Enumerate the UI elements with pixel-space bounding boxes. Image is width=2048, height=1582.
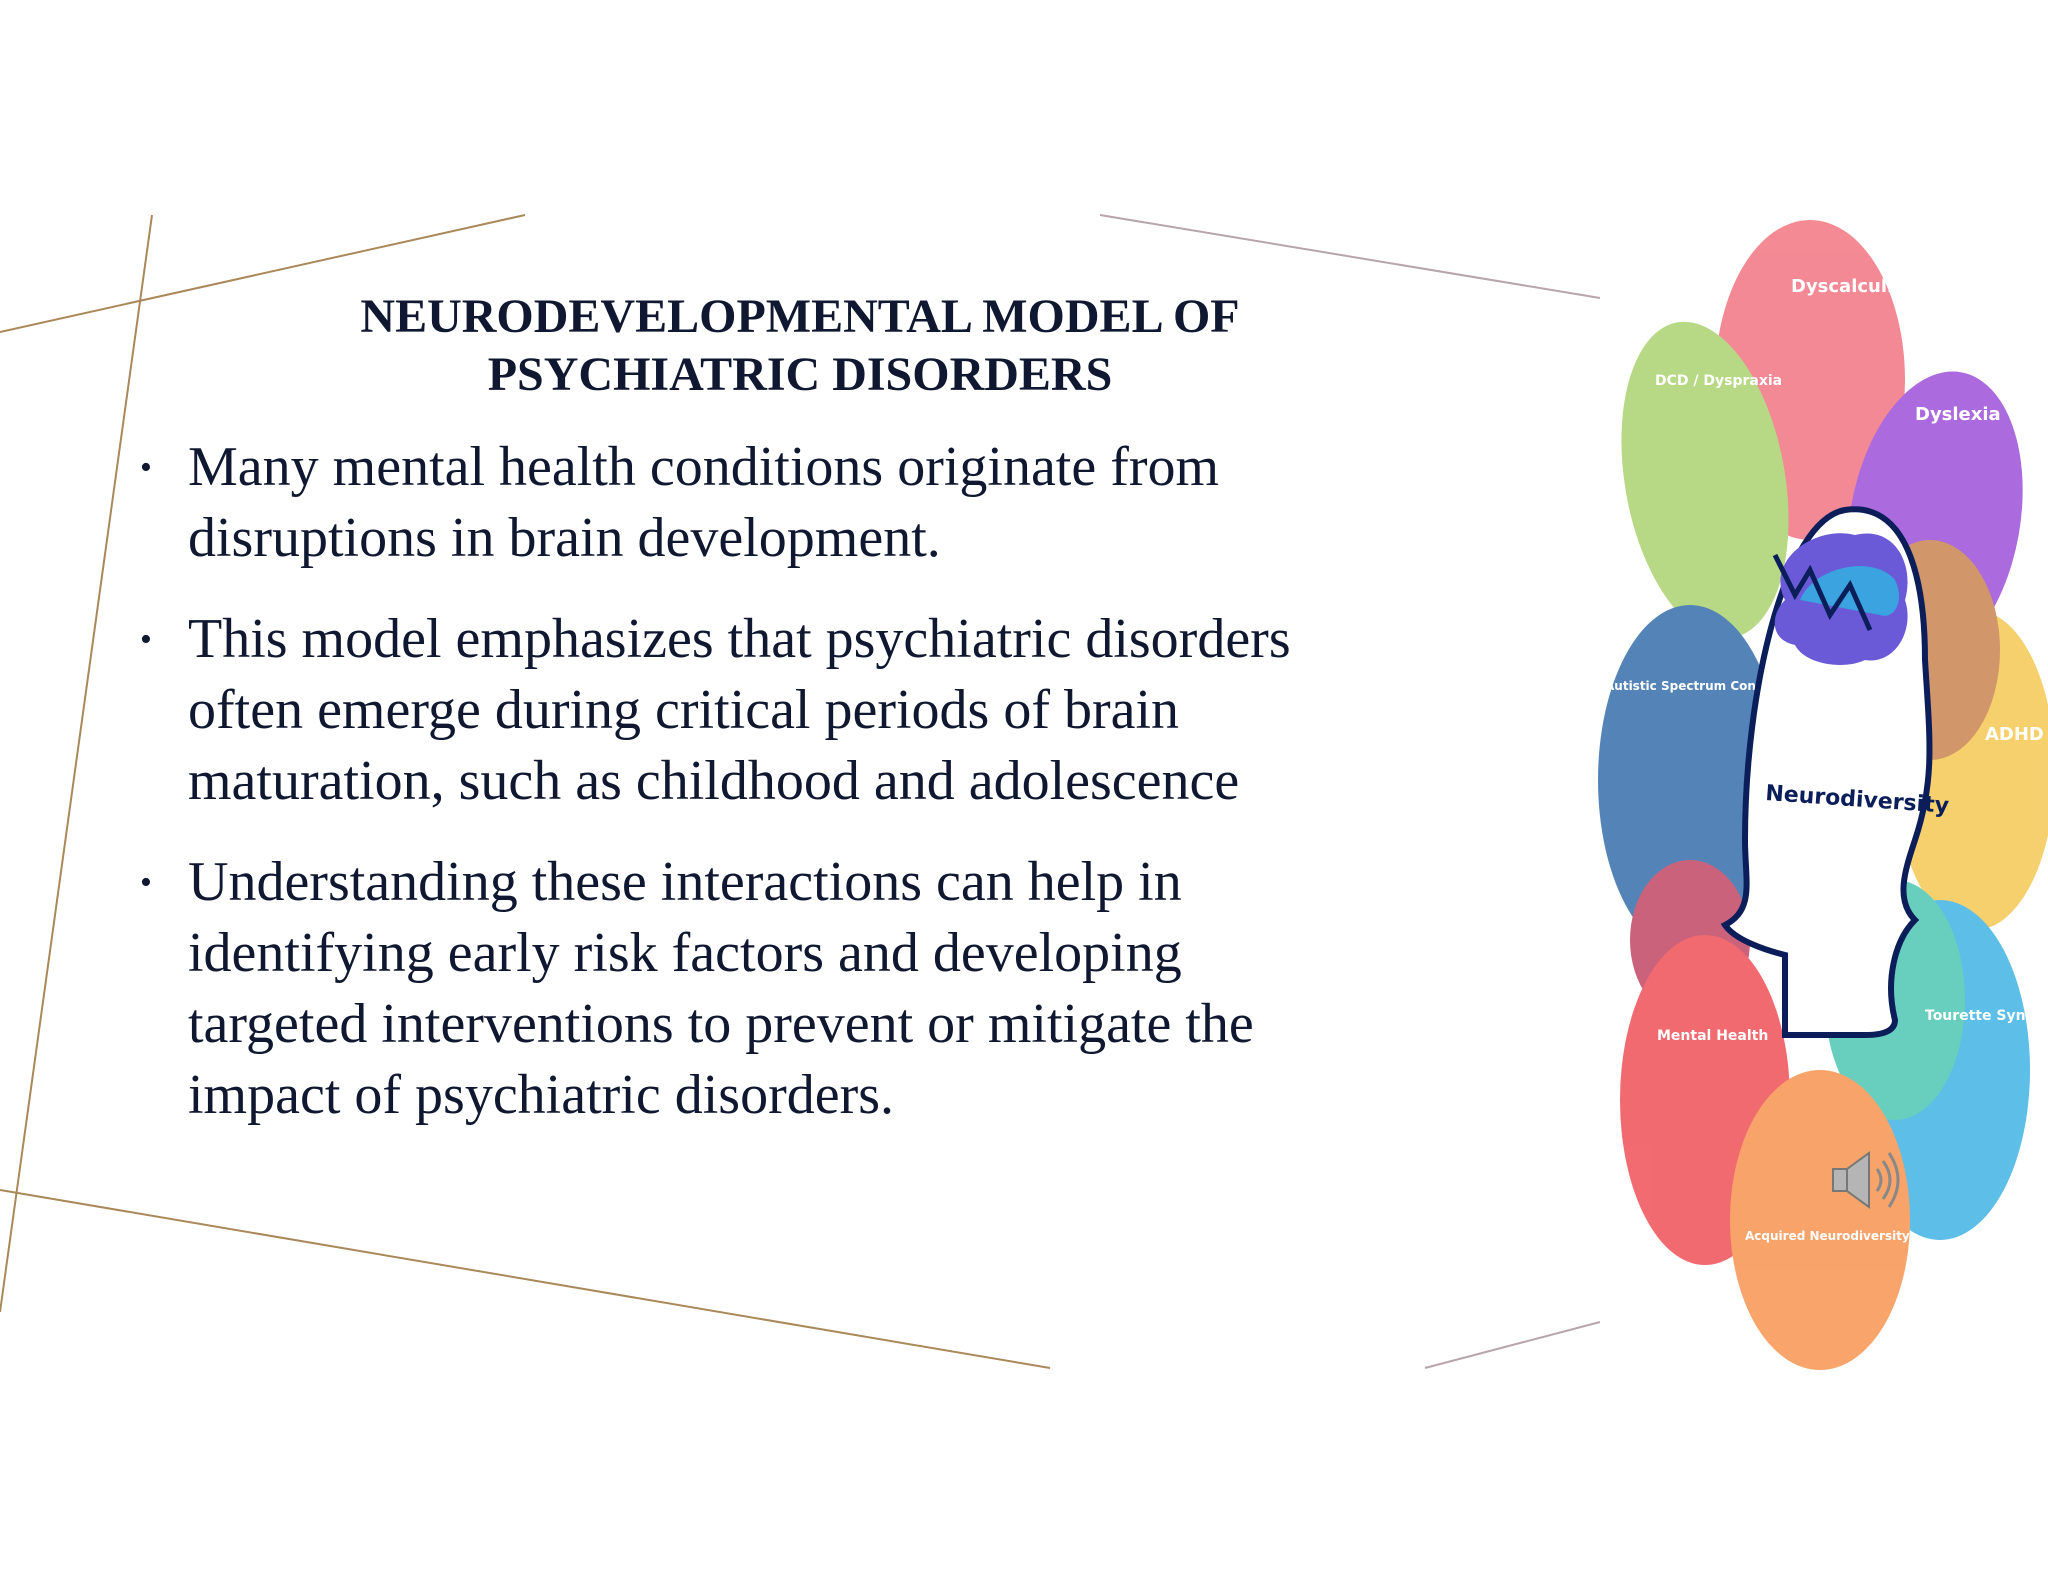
petal-labels: Dyscalculia DCD / Dyspraxia Dyslexia Aut… [1605,276,2048,1243]
label-tourette: Tourette Syndrome [1925,1008,2048,1024]
title-line-1: NEURODEVELOPMENTAL MODEL OF [360,290,1240,343]
label-acquired: Acquired Neurodiversity [1745,1229,1910,1243]
neurodiversity-image: Dyscalculia DCD / Dyspraxia Dyslexia Aut… [1598,220,2048,1370]
speaker-icon[interactable] [1825,1145,1905,1215]
petal-acquired [1730,1070,1910,1370]
label-mental-health: Mental Health [1657,1028,1768,1044]
label-adhd: ADHD [1985,724,2044,745]
slide-title: NEURODEVELOPMENTAL MODEL OF PSYCHIATRIC … [200,288,1400,404]
petal-autistic [1598,605,1782,955]
gold-line-bottom [0,1189,1051,1369]
bullet-marker: • [140,449,152,486]
head-silhouette: Neurodiversity [1720,506,1950,1038]
title-line-2: PSYCHIATRIC DISORDERS [487,348,1113,401]
label-autistic: Autistic Spectrum Condition [1605,679,1795,693]
mauve-line-bottom-right [1424,1321,1601,1369]
gold-line-left-vertical [0,214,153,1313]
gold-line-top-left [0,214,526,333]
mauve-line-top-right [1099,214,1601,299]
bullet-marker: • [140,864,152,901]
brain-wave [1772,553,1873,632]
bullet-item: • This model emphasizes that psychiatric… [140,604,1360,817]
bullet-marker: • [140,621,152,658]
label-dyscalculia: Dyscalculia [1791,276,1905,297]
bullet-item: • Understanding these interactions can h… [140,847,1360,1131]
bullet-list: • Many mental health conditions originat… [140,432,1360,1161]
bullet-item: • Many mental health conditions originat… [140,432,1360,574]
bullet-text: Understanding these interactions can hel… [188,851,1254,1126]
label-dyspraxia: DCD / Dyspraxia [1655,373,1782,389]
bullet-text: This model emphasizes that psychiatric d… [188,608,1291,812]
bullet-text: Many mental health conditions originate … [188,436,1220,569]
petal-dyspraxia [1621,321,1789,639]
label-dyslexia: Dyslexia [1915,404,2001,425]
